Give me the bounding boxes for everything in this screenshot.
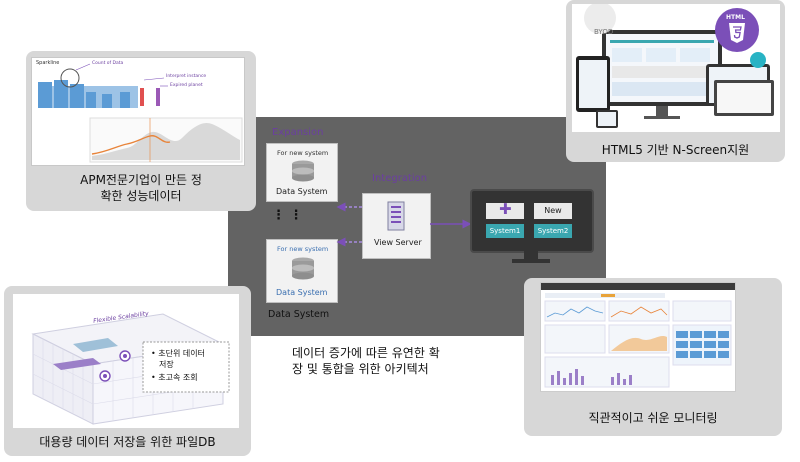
plus-tile: ✚ xyxy=(486,200,524,219)
server-icon xyxy=(387,201,405,231)
filedb-screenshot: Flexible Scalability • 초단위 데이터 저장 • 초고속 … xyxy=(13,294,239,428)
view-server-box: View Server xyxy=(362,193,431,259)
data-system-box-1: For new system Data System xyxy=(266,143,338,202)
database-icon xyxy=(292,160,314,182)
apm-performance-chart xyxy=(38,63,243,163)
html5-badge: HTML xyxy=(715,8,759,52)
apm-caption-line1: APM전문기업이 만든 정 xyxy=(80,173,202,187)
apm-annotation-3: Expired planet xyxy=(170,83,203,88)
box2-title: For new system xyxy=(277,245,329,253)
html5-screenshot: BYOD HTML xyxy=(572,4,780,132)
integration-label: Integration xyxy=(372,173,428,184)
filedb-bullet-1b: 저장 xyxy=(159,360,174,369)
apm-caption: APM전문기업이 만든 정 확한 성능데이터 xyxy=(30,172,252,204)
apm-screenshot: Sparkline Count of Data Interpret instan… xyxy=(31,57,245,166)
multi-device-illustration xyxy=(576,4,774,128)
view-server-label: View Server xyxy=(374,238,422,247)
database-icon xyxy=(292,257,314,280)
monitoring-caption: 직관적이고 쉬운 모니터링 xyxy=(588,411,718,425)
filedb-bullet-2-text: 초고속 조회 xyxy=(158,373,198,382)
apm-annotation-2: Interpret instance xyxy=(166,74,207,79)
filedb-bullet-1: • 초단위 데이터 xyxy=(151,349,205,358)
box1-name: Data System xyxy=(276,187,328,196)
box1-title: For new system xyxy=(277,149,329,157)
monitor-stand xyxy=(524,251,538,259)
box2-name: Data System xyxy=(276,288,328,297)
monitoring-screenshot xyxy=(540,282,736,392)
architecture-caption-line2: 장 및 통합을 위한 아키텍처 xyxy=(292,362,429,377)
architecture-caption: 데이터 증가에 따른 유연한 확 장 및 통합을 위한 아키텍처 xyxy=(292,345,512,377)
data-system-label: Data System xyxy=(268,309,330,320)
data-system-box-2: For new system Data System xyxy=(266,239,338,303)
system1-tile: System1 xyxy=(486,224,524,238)
byod-label: BYOD xyxy=(594,28,614,36)
apm-caption-line2: 확한 성능데이터 xyxy=(100,189,182,204)
apm-chart-title: Sparkline xyxy=(36,60,60,66)
plus-icon: ✚ xyxy=(499,200,512,218)
system2-tile: System2 xyxy=(534,224,572,238)
html5-caption: HTML5 기반 N-Screen지원 xyxy=(601,143,750,157)
filedb-caption: 대용량 데이터 저장을 위한 파일DB xyxy=(39,435,216,449)
new-tile: New xyxy=(534,203,572,219)
filedb-3d-illustration xyxy=(31,313,230,425)
filedb-bullet-2: • 초고속 조회 xyxy=(151,373,198,382)
architecture-caption-line1: 데이터 증가에 따른 유연한 확 xyxy=(292,346,440,360)
more-systems-dots: ⋮ ⋮ xyxy=(272,208,303,223)
monitor-base xyxy=(512,259,550,263)
connection-arrows xyxy=(336,202,472,247)
html5-badge-text: HTML xyxy=(726,14,745,21)
html5-shield-icon xyxy=(729,23,745,43)
filedb-bullet-1-text: 초단위 데이터 xyxy=(158,349,205,358)
expansion-label: Expansion xyxy=(272,127,324,138)
monitoring-dashboard-illustration xyxy=(541,283,735,388)
monitor: ✚ New System1 System2 xyxy=(470,189,594,253)
apm-annotation-1: Count of Data xyxy=(92,61,124,66)
